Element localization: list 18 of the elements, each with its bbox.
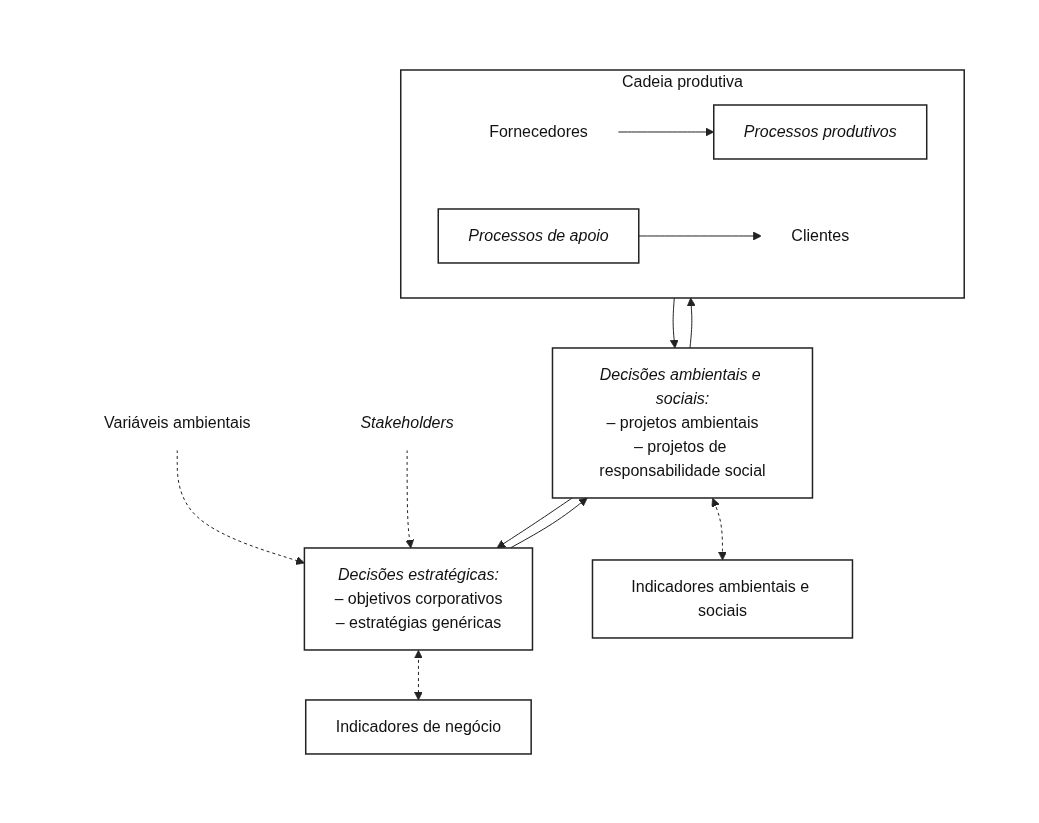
node-box: Indicadores de negócio xyxy=(305,698,533,755)
arrow xyxy=(617,127,715,136)
arrow xyxy=(496,497,574,548)
node-text: Fornecedores xyxy=(489,122,589,140)
node-text: Stakeholders xyxy=(360,413,455,431)
node-box: Indicadores ambientais e sociais xyxy=(592,558,854,639)
node-text: Variáveis ambientais xyxy=(104,413,251,431)
arrow xyxy=(405,449,415,548)
arrow xyxy=(414,649,424,700)
arrow xyxy=(510,497,588,548)
arrow xyxy=(711,497,728,560)
arrow xyxy=(670,297,679,348)
arrow xyxy=(687,297,697,348)
node-box: Processos de apoio xyxy=(437,207,640,264)
node-text: Clientes xyxy=(791,226,850,244)
node-box: Processos produtivos xyxy=(713,103,928,160)
node-box: Decisões ambientais e sociais: – projetos ambientais – projetos de responsabilidade social xyxy=(552,346,814,499)
node-box: Decisões estratégicas: – objetivos corporativos – estratégias genéricas xyxy=(304,546,534,651)
